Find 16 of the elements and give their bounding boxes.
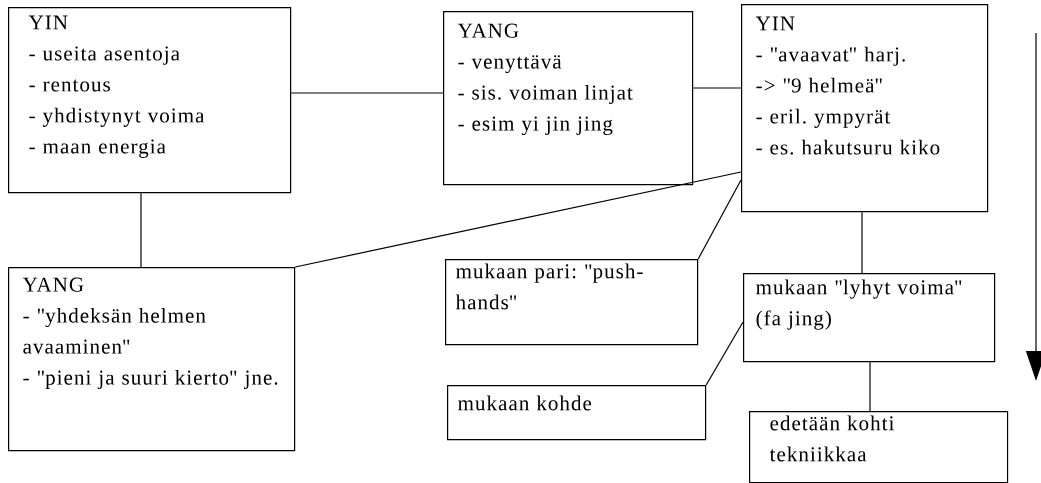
connector-line [861,211,863,274]
text-box: YIN - useita asentoja - rentous - yhdistynyt voima - maan energia [8,7,292,194]
connector-line [697,179,742,260]
connector-line [705,321,744,386]
text-box: mukaan pari: "push-hands" [445,259,699,346]
connector-line [140,192,142,268]
connector-line [290,92,444,94]
connector-line [692,87,742,89]
text-box: mukaan "lyhyt voima" (fa jing) [743,273,996,363]
text-box: YANG - venyttävä - sis. voiman linjat - esim yi jin jing [443,11,694,186]
text-box: YANG - "yhdeksän helmen avaaminen" - "pieni ja suuri kierto" jne. [8,267,296,452]
connector-line [869,361,871,412]
text-box: edetään kohti tekniikkaa [749,411,1009,483]
connector-line [294,171,742,268]
text-box: mukaan kohde [447,385,707,441]
text-box: YIN - "avaavat" harj. -> "9 helmeä" - eril. ympyrät - es. hakutsuru kiko [741,4,989,213]
